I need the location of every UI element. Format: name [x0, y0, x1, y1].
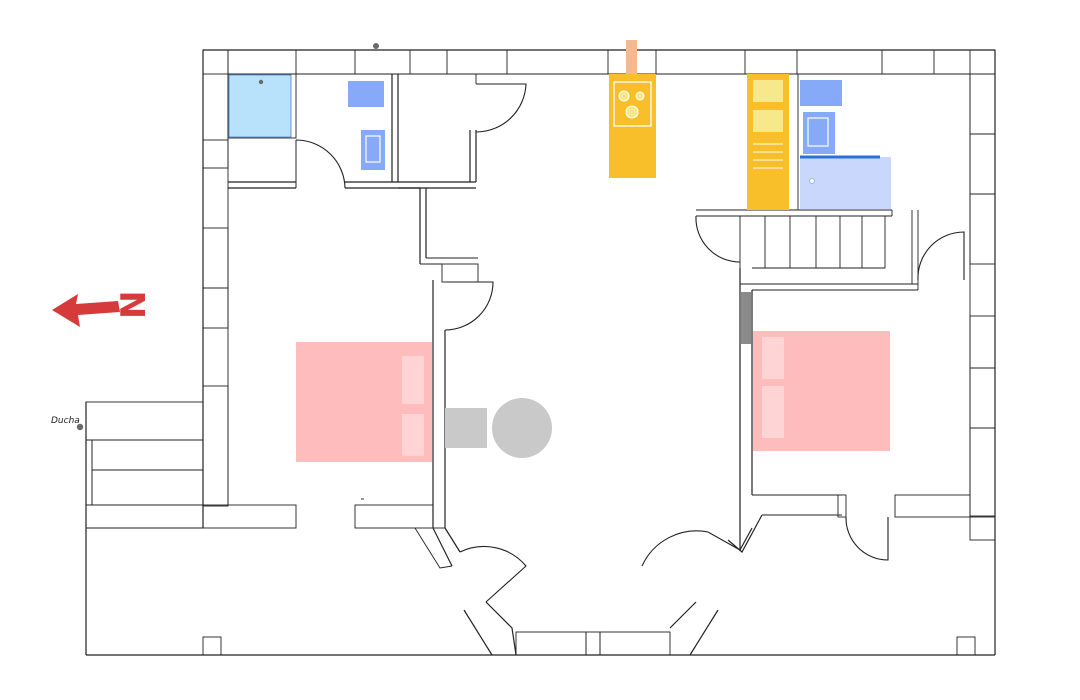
pillow [402, 356, 424, 404]
toilet [348, 81, 384, 107]
shower-label: Ducha [51, 416, 80, 426]
compass: N [52, 291, 154, 327]
north-arrow-icon [52, 294, 120, 327]
north-letter: N [114, 291, 154, 319]
shower-tray [228, 74, 292, 138]
burner-icon [618, 90, 630, 102]
kitchen-sink-basin [753, 80, 783, 102]
pillow [762, 337, 784, 379]
pillow [762, 386, 784, 438]
sink-basin [807, 117, 829, 147]
kitchen [609, 40, 789, 210]
shower-head-icon [76, 423, 84, 431]
pillow [402, 414, 424, 456]
interior-walls [227, 73, 919, 656]
staircase [741, 215, 886, 344]
sink [361, 130, 385, 170]
dining-table [492, 398, 552, 458]
burner-icon [625, 105, 639, 119]
dining-area [445, 398, 552, 458]
doors [295, 83, 965, 603]
burner-icon [635, 91, 645, 101]
bedroom-right [753, 331, 890, 451]
bedroom-left [296, 342, 432, 500]
worktop [800, 157, 891, 209]
bathroom-right [800, 80, 891, 209]
worktop-knob-icon [809, 178, 815, 184]
exterior-walls [85, 49, 996, 656]
chimney-flue [626, 40, 637, 74]
shower-drain-icon [258, 79, 264, 85]
outlet-icon [361, 498, 364, 500]
vent-icon [373, 43, 379, 49]
cooktop [613, 81, 652, 127]
sink-basin [365, 135, 381, 163]
bathroom-left [228, 43, 385, 170]
toilet [800, 80, 842, 106]
kitchen-sink-basin [753, 110, 783, 132]
sideboard [445, 408, 487, 448]
outdoor-shower: Ducha [51, 416, 84, 431]
stair-post [741, 292, 751, 344]
